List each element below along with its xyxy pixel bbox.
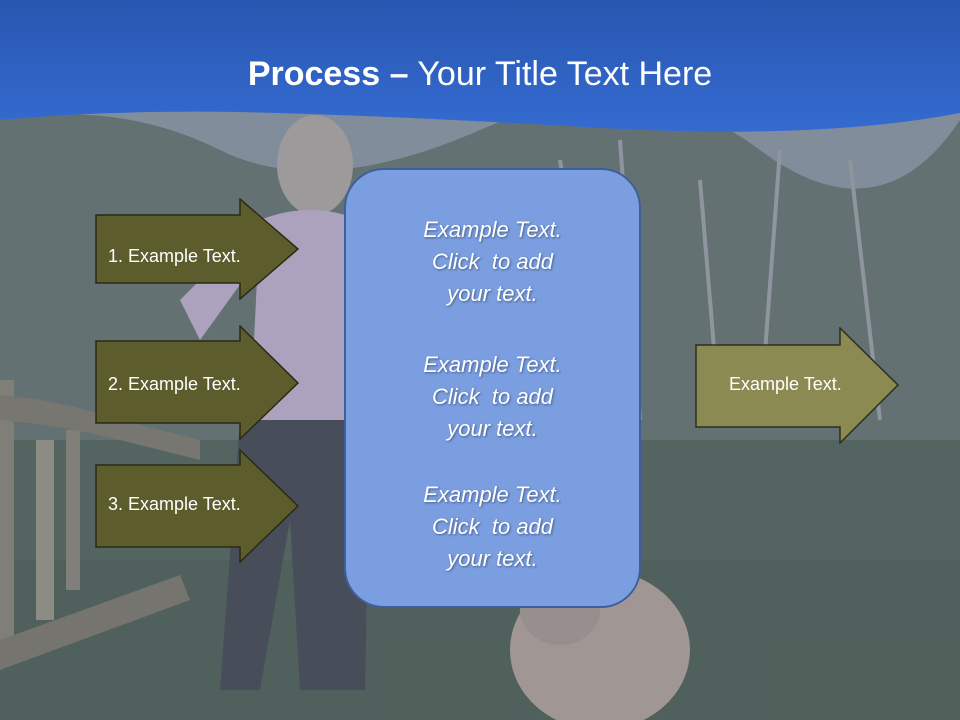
center-text-line: Click to add xyxy=(431,249,554,274)
title-bold-word: Process xyxy=(247,55,381,93)
header-wave-band xyxy=(0,0,960,132)
process-step-label-3: 3. Example Text. xyxy=(108,494,241,514)
process-step-arrow-3[interactable]: 3. Example Text. xyxy=(95,449,300,563)
center-text-block-2[interactable]: Example Text. Click to add your text. xyxy=(346,349,639,445)
process-step-arrow-1[interactable]: 1. Example Text. xyxy=(95,198,300,300)
right-arrow-shape-icon xyxy=(95,325,300,440)
center-text-block-3[interactable]: Example Text. Click to add your text. xyxy=(346,479,639,575)
center-text-line: Click to add xyxy=(431,514,554,539)
center-text-line: Example Text. xyxy=(423,482,562,507)
result-arrow-label: Example Text. xyxy=(729,374,842,394)
page-title[interactable]: Process – Your Title Text Here xyxy=(0,52,960,96)
right-arrow-shape-icon xyxy=(95,449,300,563)
process-step-label-1: 1. Example Text. xyxy=(108,246,241,266)
center-text-box[interactable]: Example Text. Click to add your text. Ex… xyxy=(344,168,641,608)
center-text-line: Example Text. xyxy=(423,352,562,377)
center-text-line: Example Text. xyxy=(423,217,562,242)
process-step-arrow-2[interactable]: 2. Example Text. xyxy=(95,325,300,440)
title-dash: – xyxy=(389,55,409,93)
title-rest-text: Your Title Text Here xyxy=(417,55,713,93)
center-text-line: Click to add xyxy=(431,384,554,409)
center-text-line: your text. xyxy=(447,281,538,306)
right-arrow-shape-icon xyxy=(95,198,300,300)
center-text-line: your text. xyxy=(447,546,538,571)
result-arrow[interactable]: Example Text. xyxy=(695,327,900,444)
process-step-label-2: 2. Example Text. xyxy=(108,374,241,394)
center-text-line: your text. xyxy=(447,416,538,441)
right-arrow-shape-icon xyxy=(695,327,900,444)
center-text-block-1[interactable]: Example Text. Click to add your text. xyxy=(346,214,639,310)
